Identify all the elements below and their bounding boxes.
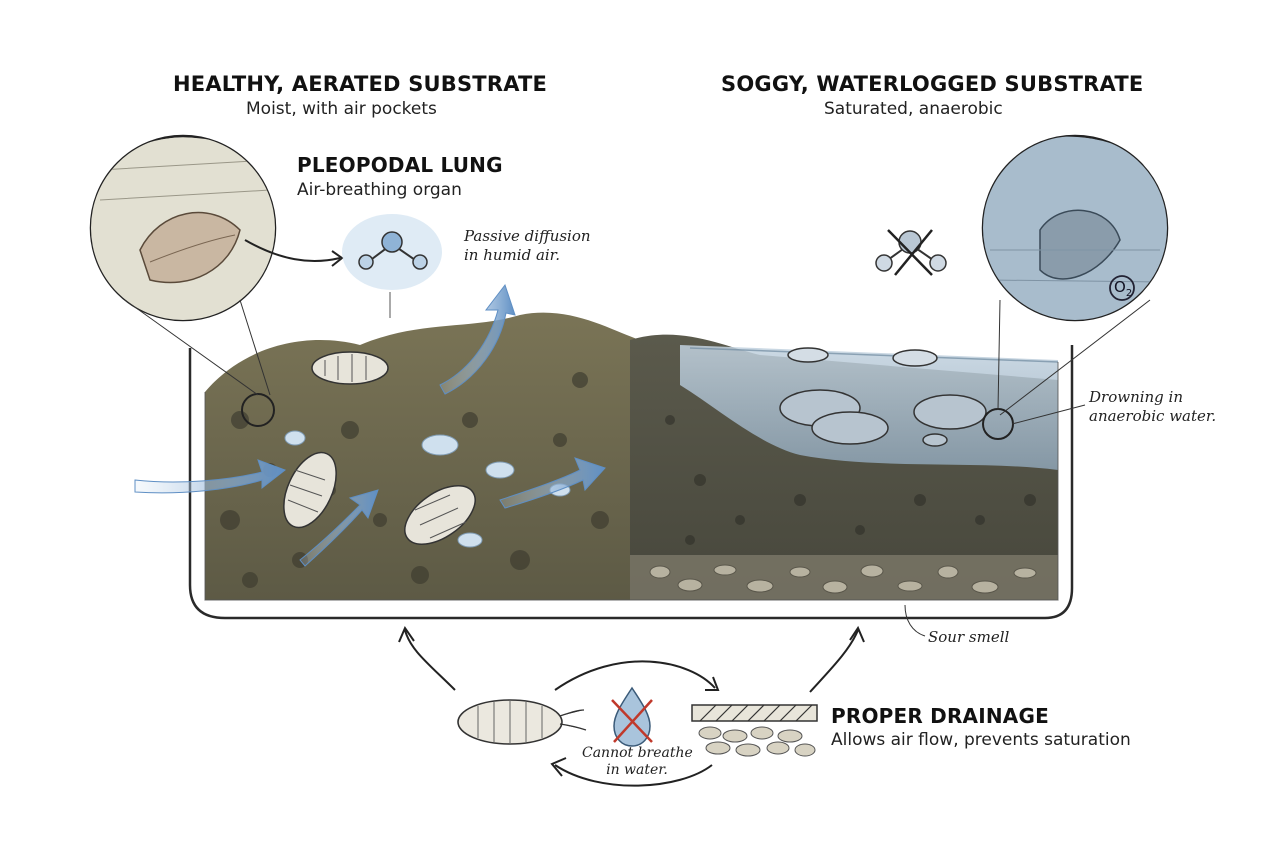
oxygen-molecule-icon [342, 214, 442, 290]
oxygen-symbol: O2 [1114, 278, 1132, 299]
isopod-on-top [311, 351, 389, 385]
isopod-left-burrowing [283, 451, 337, 529]
right-panel-subtitle: Saturated, anaerobic [824, 99, 1003, 119]
aerated-soil [205, 312, 640, 600]
drainage-title: PROPER DRAINAGE [831, 704, 1049, 728]
diffusion-note-line1: Passive diffusion [464, 227, 591, 245]
isopod-icon [457, 699, 587, 745]
isopod-center-burrowing [404, 485, 476, 545]
oxygen-symbol-sub: 2 [1125, 288, 1133, 299]
drowning-note: Drowning in anaerobic water. [1089, 388, 1216, 426]
lens-to-molecule-arrow [244, 239, 341, 262]
magnifier-lens-icon-right [981, 134, 1169, 416]
isopods-drowning [779, 347, 987, 447]
crossed-molecule-icon [875, 229, 947, 276]
right-panel-title: SOGGY, WATERLOGGED SUBSTRATE [721, 72, 1144, 96]
sour-smell-note: Sour smell [928, 628, 1010, 646]
lung-callout-title: PLEOPODAL LUNG [297, 153, 503, 177]
left-panel-subtitle: Moist, with air pockets [246, 99, 437, 119]
crossed-water-drop-icon [611, 686, 653, 747]
air-flow-arrows [134, 283, 606, 567]
tank-outline [188, 345, 1074, 620]
drowning-note-line2: anaerobic water. [1089, 407, 1217, 425]
lung-callout-subtitle: Air-breathing organ [297, 180, 462, 200]
oxygen-symbol-o: O [1114, 278, 1126, 296]
standing-water [680, 345, 1058, 470]
drainage-subtitle: Allows air flow, prevents saturation [831, 730, 1131, 750]
drainage-layer-icon [691, 704, 818, 757]
lung-detail-marker-left [241, 393, 275, 427]
drowning-note-line1: Drowning in [1089, 388, 1184, 406]
cannot-breathe-line1: Cannot breathe [582, 745, 693, 761]
left-panel-title: HEALTHY, AERATED SUBSTRATE [173, 72, 548, 96]
diffusion-note: Passive diffusion in humid air. [464, 227, 591, 265]
cannot-breathe-note: Cannot breathe in water. [582, 745, 693, 779]
magnifier-lens-icon [89, 134, 277, 396]
cannot-breathe-line2: in water. [606, 762, 668, 778]
cycle-arrow-icon [398, 625, 865, 787]
gravel-layer [649, 564, 1037, 594]
diffusion-note-line2: in humid air. [464, 246, 560, 264]
